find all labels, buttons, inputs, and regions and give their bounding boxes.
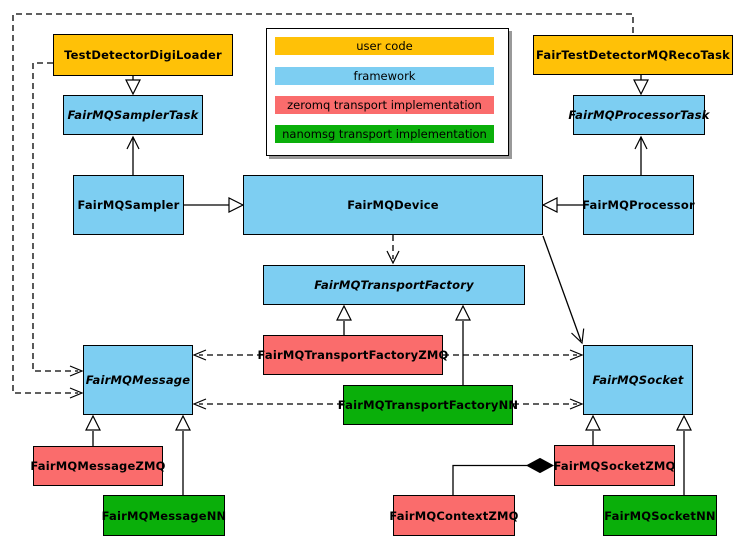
edge-factorynn-message — [192, 398, 343, 410]
class-fairmqdevice: FairMQDevice — [243, 175, 543, 235]
class-fairmqsocket: FairMQSocket — [583, 345, 693, 415]
class-fairmqsocketzmq: FairMQSocketZMQ — [554, 445, 675, 486]
legend-item-zeromq: zeromq transport implementation — [275, 96, 494, 114]
class-fairmqcontextzmq: FairMQContextZMQ — [389, 495, 518, 536]
class-fairmqmessage: FairMQMessage — [83, 345, 193, 415]
class-fairmqtransportfactorynn: FairMQTransportFactoryNN — [338, 385, 518, 425]
edge-contextzmq-socketzmq — [452, 457, 555, 495]
edge-messagezmq-message — [85, 414, 101, 446]
class-fairmqsampler: FairMQSampler — [73, 175, 184, 235]
edge-factorynn-socket — [513, 398, 584, 410]
legend-item-nanomsg: nanomsg transport implementation — [275, 125, 494, 143]
legend-item-framework: framework — [275, 67, 494, 85]
edge-factoryzmq-socket — [443, 349, 584, 361]
class-fairmqprocessortask: FairMQProcessorTask — [568, 95, 709, 135]
class-fairmqsocketnn: FairMQSocketNN — [603, 495, 717, 536]
edge-digiloader-message — [32, 62, 84, 377]
class-fairmqprocessor: FairMQProcessor — [582, 175, 695, 235]
edge-factoryzmq-factory — [336, 304, 352, 335]
class-fairmqtransportfactoryzmq: FairMQTransportFactoryZMQ — [258, 335, 448, 375]
edge-sampler-device — [184, 197, 245, 213]
edge-digiloader-samplertask — [125, 76, 141, 96]
edge-recotask-message — [12, 13, 634, 399]
edge-factorynn-factory — [455, 304, 471, 385]
edge-factoryzmq-message — [192, 349, 263, 361]
class-fairtestdetectormqrecotask: FairTestDetectorMQRecoTask — [533, 35, 733, 75]
edge-recotask-processortask — [633, 75, 649, 96]
edge-processor-processortask — [634, 135, 648, 175]
class-testdetectordigiloader: TestDetectorDigiLoader — [53, 34, 233, 76]
class-fairmqmessagenn: FairMQMessageNN — [102, 495, 226, 536]
edge-socketzmq-socket — [585, 414, 601, 445]
legend-item-user-code: user code — [275, 37, 494, 55]
edge-device-socket — [542, 235, 585, 345]
edge-sampler-samplertask — [126, 135, 140, 175]
edge-messagenn-message — [175, 414, 191, 495]
class-fairmqtransportfactory: FairMQTransportFactory — [263, 265, 525, 305]
edge-device-transportfactory — [386, 235, 400, 265]
class-fairmqmessagezmq: FairMQMessageZMQ — [30, 446, 165, 486]
class-fairmqsamplertask: FairMQSamplerTask — [63, 95, 203, 135]
edge-socketnn-socket — [676, 414, 692, 495]
edge-processor-device — [541, 197, 583, 213]
legend-box: user code framework zeromq transport imp… — [266, 28, 509, 156]
